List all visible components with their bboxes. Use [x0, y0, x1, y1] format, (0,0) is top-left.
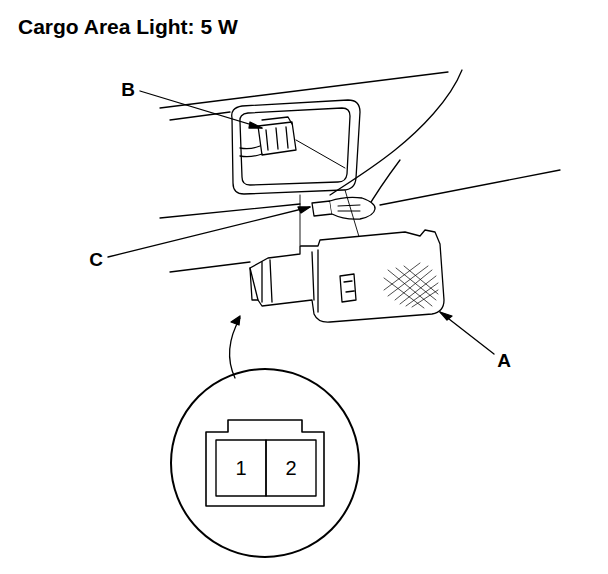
opening [232, 100, 360, 194]
detail-circle [171, 369, 359, 557]
lens-housing [312, 250, 318, 312]
lens-hatching [384, 263, 438, 308]
guide-line [296, 140, 345, 168]
arrow-head [440, 312, 452, 320]
bulb [338, 205, 360, 211]
panel-edge [330, 70, 462, 195]
callout-letter: A [497, 351, 511, 370]
connector-outline [206, 420, 324, 506]
lens-housing [250, 230, 444, 322]
leader-line [108, 207, 310, 257]
bulb [312, 201, 332, 216]
latch [262, 260, 272, 302]
switch [340, 274, 356, 302]
pin-cell [216, 440, 266, 496]
lens-housing [250, 268, 258, 300]
wire [240, 146, 262, 157]
figure-title: Cargo Area Light: 5 W [18, 16, 238, 37]
callout-letter: B [121, 80, 135, 99]
pin-number: 2 [285, 458, 296, 478]
panel-edge [170, 262, 250, 272]
panel-edge [160, 204, 300, 218]
view-arrow [230, 318, 240, 378]
arrow-head [249, 122, 262, 128]
opening [240, 108, 350, 185]
callout-letter: C [89, 250, 103, 269]
guide-line [300, 195, 301, 245]
leader-line [140, 91, 262, 128]
socket [258, 122, 296, 155]
pin-number: 1 [235, 458, 246, 478]
guide-line [345, 190, 360, 240]
panel-edge [380, 170, 560, 205]
socket [266, 127, 288, 150]
socket [262, 117, 292, 124]
pin-cell [266, 440, 316, 496]
arrow-head [298, 207, 310, 213]
leader-line [440, 312, 494, 354]
arrow-head [231, 316, 240, 325]
